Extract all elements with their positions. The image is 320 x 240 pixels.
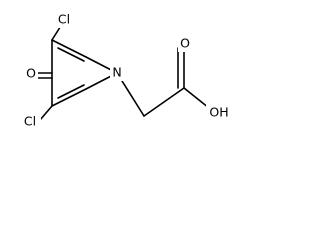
double-bond-c2-c3-inner: [57, 47, 85, 62]
atom-oxygen-carbonyl: O: [180, 36, 190, 51]
label-bg-cl-bottom: [20, 114, 41, 130]
bond-c6-c5: [51, 88, 87, 107]
label-bg-n: [110, 65, 124, 81]
bond-c3-c2: [51, 39, 87, 58]
label-bg-o-carbonyl: [178, 38, 192, 52]
bond-c5-cl: [39, 105, 53, 121]
double-bond-c5-c6-inner: [57, 84, 85, 99]
atom-oxygen-ketone: O: [26, 66, 36, 81]
atom-chlorine-top: Cl: [58, 12, 70, 27]
label-bg-cl-top: [53, 12, 74, 28]
atom-nitrogen-ring: N: [112, 65, 121, 80]
atom-hydroxyl: OH: [209, 105, 228, 120]
atom-chlorine-bottom: Cl: [24, 114, 36, 129]
label-bg-o-ketone: [24, 66, 38, 82]
label-bg-oh: [206, 104, 232, 122]
chemical-structure-diagram: Cl O Cl N O OH: [20, 12, 232, 130]
bond-ch2-c: [143, 87, 185, 117]
